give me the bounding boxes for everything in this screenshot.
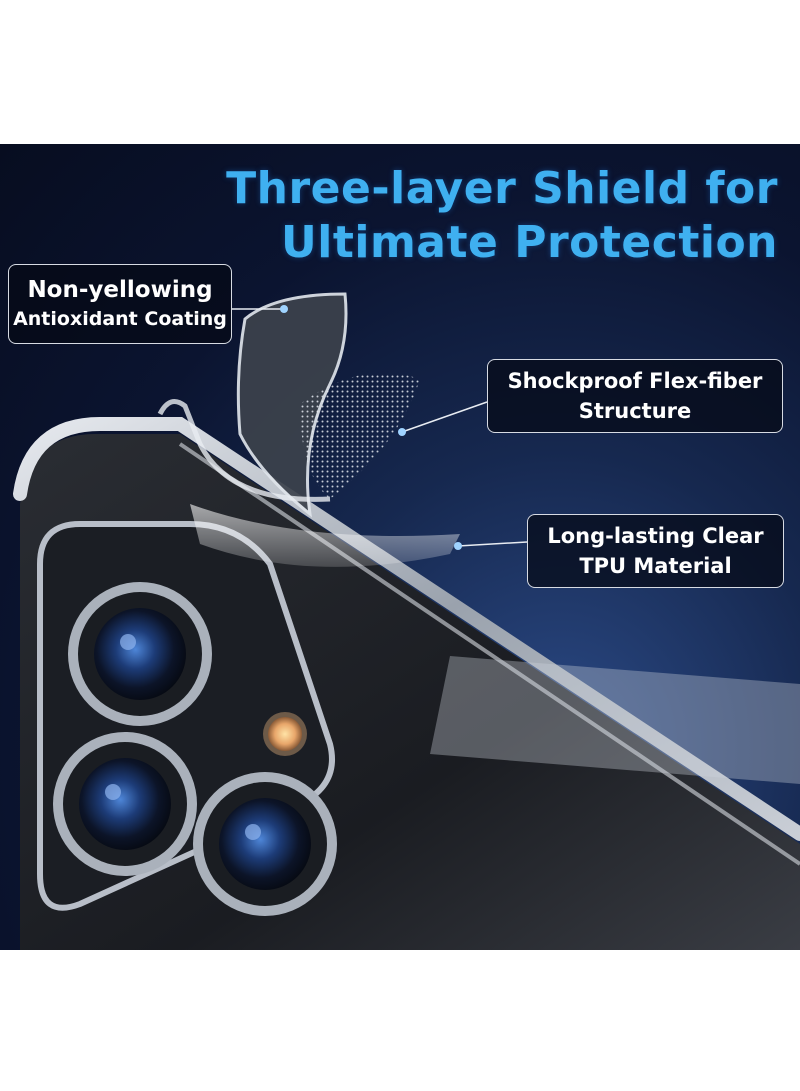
case-side-panel (430, 656, 800, 784)
case-edge (13, 417, 800, 841)
headline-line-2: Ultimate Protection (281, 217, 778, 268)
callout-coating-line-2: Antioxidant Coating (13, 308, 227, 330)
callout-leader-lines (232, 305, 528, 550)
headline: Three-layer Shield for Ultimate Protecti… (226, 162, 778, 270)
flex-fiber-layer (300, 372, 420, 499)
camera-lens-3 (193, 772, 337, 916)
camera-flash (263, 712, 307, 756)
callout-coating: Non-yellowing Antioxidant Coating (8, 264, 232, 344)
callout-coating-line-1: Non-yellowing (27, 277, 213, 303)
callout-material-line-1: Long-lasting Clear (547, 524, 764, 548)
top-white-band (0, 0, 800, 144)
headline-line-1: Three-layer Shield for (226, 163, 778, 214)
bottom-white-band (0, 950, 800, 1091)
callout-material: Long-lasting Clear TPU Material (527, 514, 784, 588)
product-scene: Three-layer Shield for Ultimate Protecti… (0, 144, 800, 950)
tpu-layer-edge (157, 399, 331, 502)
camera-lens-1 (68, 582, 212, 726)
tpu-layer (190, 504, 460, 567)
callout-structure-line-1: Shockproof Flex-fiber (507, 369, 763, 393)
phone-case-illustration (13, 292, 800, 950)
callout-structure: Shockproof Flex-fiber Structure (487, 359, 783, 433)
camera-lens-2 (53, 732, 197, 876)
callout-structure-line-2: Structure (578, 399, 692, 423)
rail-highlight (178, 442, 800, 866)
callout-material-line-2: TPU Material (579, 554, 732, 578)
